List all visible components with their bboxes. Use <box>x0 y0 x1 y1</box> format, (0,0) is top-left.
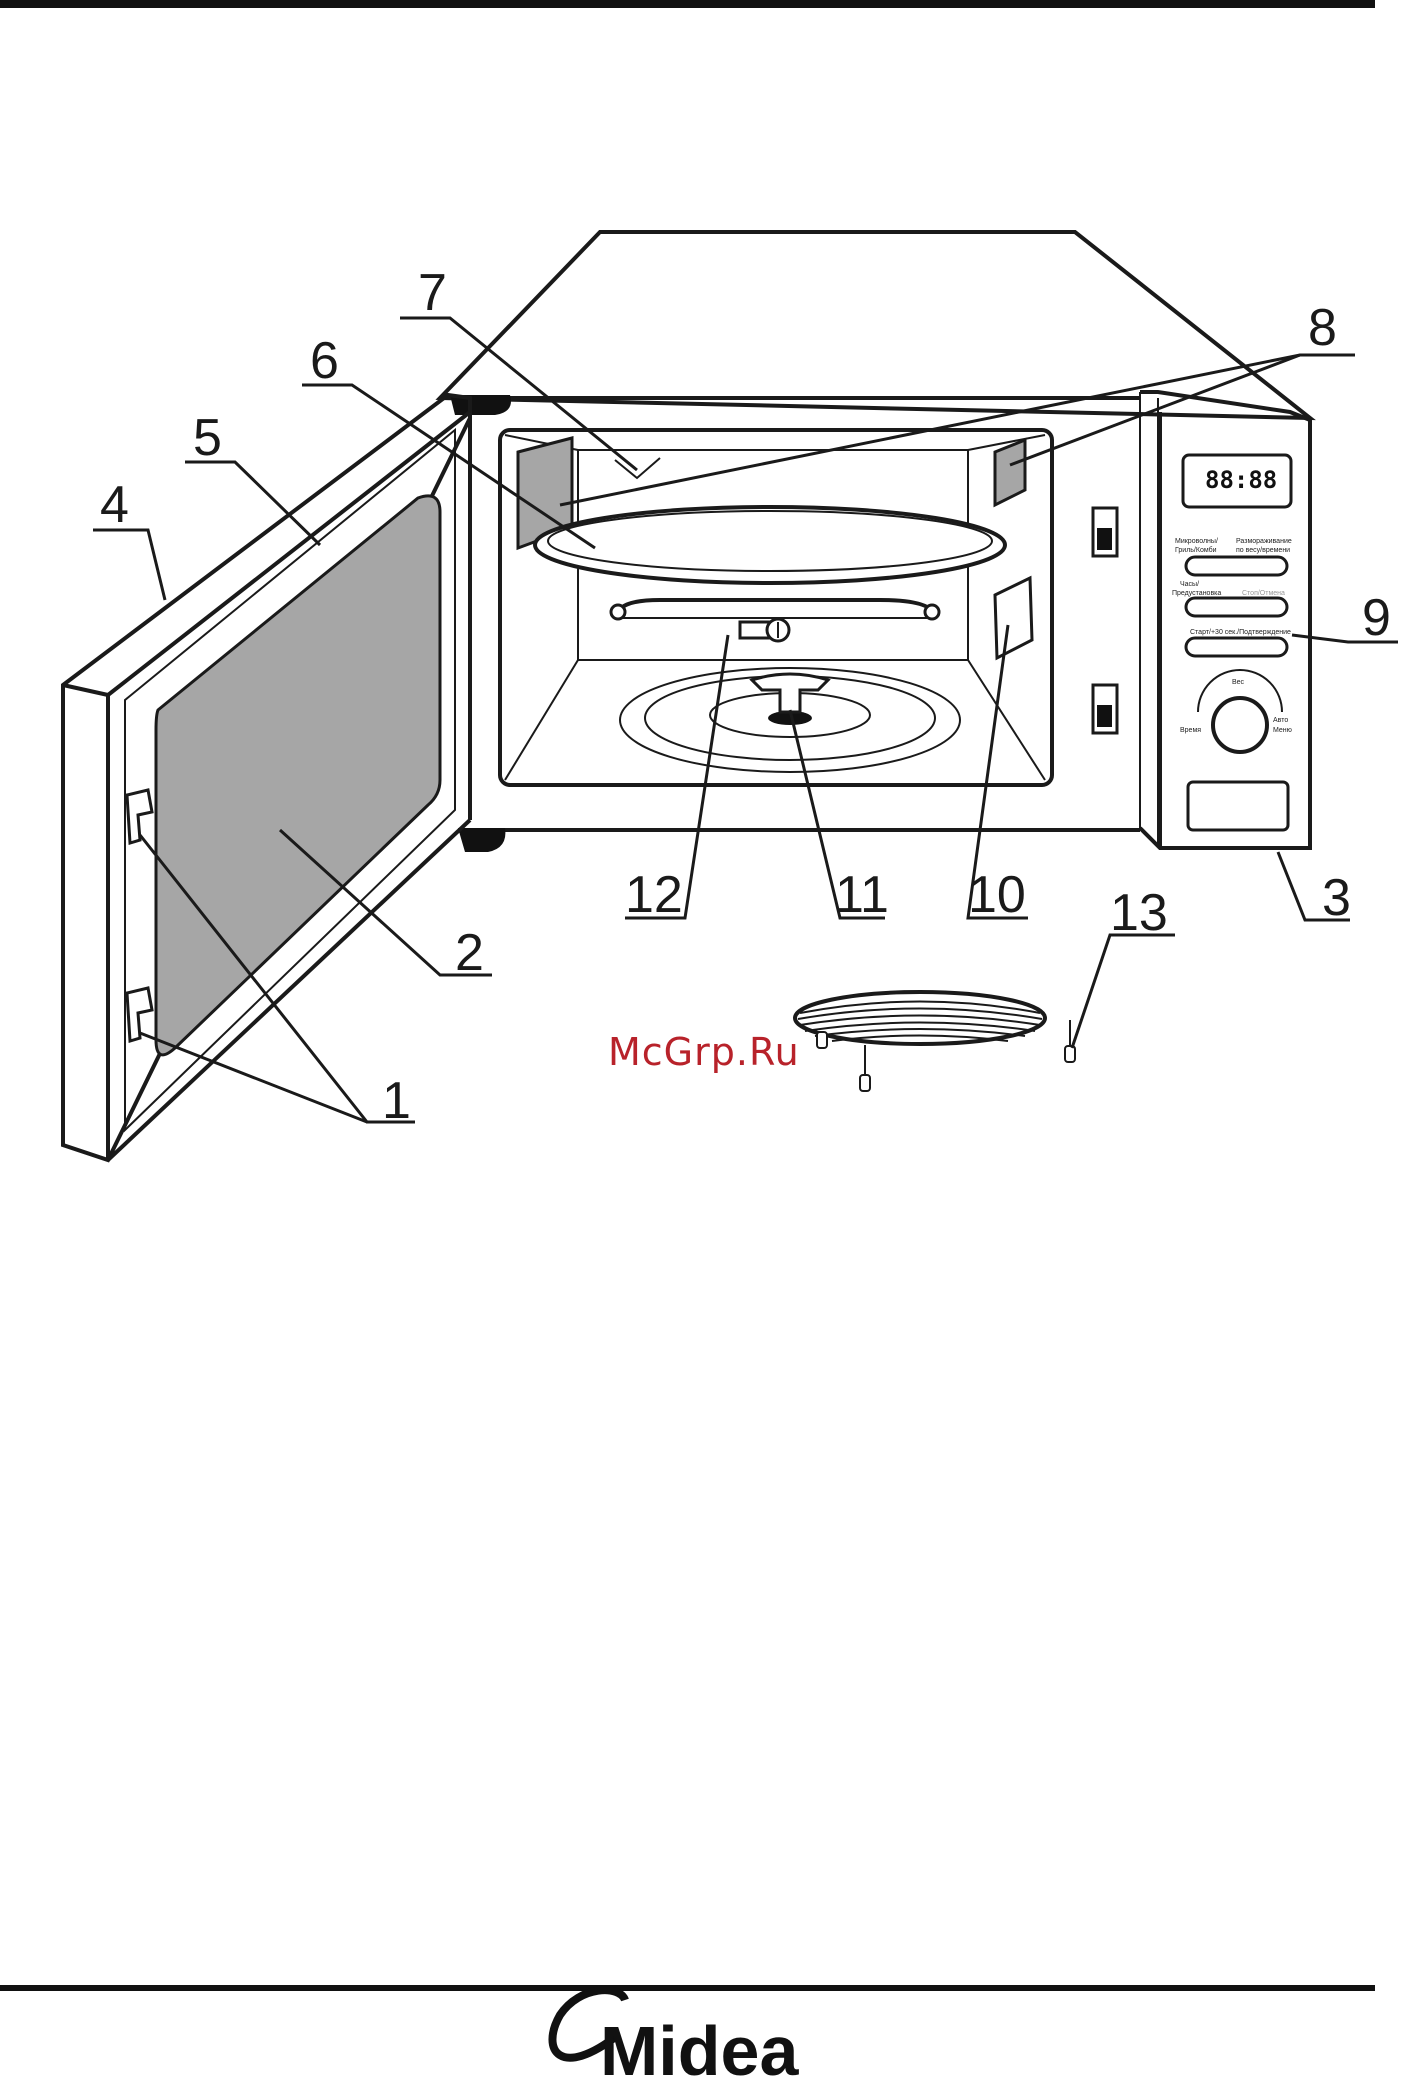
dial-auto-label: Авто <box>1273 717 1288 724</box>
door-hook-top <box>127 790 152 843</box>
brand-name: Midea <box>600 2012 799 2090</box>
svg-text:по весу/времени: по весу/времени <box>1236 547 1290 554</box>
watermark: McGrp.Ru <box>608 1030 800 1074</box>
callout-4: 4 <box>100 476 129 534</box>
btn1-right-label: Размораживание <box>1236 538 1292 545</box>
dial-time-label: Время <box>1180 727 1201 734</box>
callout-10: 10 <box>968 866 1026 924</box>
button-clock-stop[interactable] <box>1186 598 1287 616</box>
button-microwave-defrost[interactable] <box>1186 557 1287 575</box>
callout-7: 7 <box>418 264 447 322</box>
side-plate <box>995 578 1032 658</box>
callout-12: 12 <box>625 866 683 924</box>
display-readout: 88:88 <box>1205 466 1277 494</box>
coupler <box>752 674 828 725</box>
brand-logo: Midea <box>552 1990 799 2090</box>
callout-5: 5 <box>193 409 222 467</box>
callout-11: 11 <box>835 866 889 924</box>
callout-6: 6 <box>310 332 339 390</box>
grill-rack <box>795 992 1075 1091</box>
dial-weight-label: Вес <box>1232 679 1245 686</box>
callout-13: 13 <box>1110 884 1168 942</box>
btn3-label: Старт/+30 сек./Подтверждение <box>1190 629 1291 636</box>
bottom-rule <box>0 1985 1375 1991</box>
btn2-right-label: Стоп/Отмена <box>1242 590 1285 597</box>
button-start[interactable] <box>1186 638 1287 656</box>
callout-3: 3 <box>1322 869 1351 927</box>
svg-text:Предустановка: Предустановка <box>1172 590 1221 597</box>
svg-text:Гриль/Комби: Гриль/Комби <box>1175 546 1217 554</box>
svg-text:Меню: Меню <box>1273 727 1292 734</box>
roller-ring <box>611 600 939 641</box>
waveguide-cover-right <box>995 440 1025 505</box>
btn2-left-label: Часы/ <box>1180 581 1199 588</box>
callout-1: 1 <box>382 1072 411 1130</box>
door-window <box>156 496 440 1055</box>
oven-cavity <box>500 430 1117 785</box>
control-panel: 88:88 Микроволны/ Гриль/Комби Разморажив… <box>1172 455 1292 830</box>
top-rule <box>0 0 1375 8</box>
control-dial[interactable] <box>1213 698 1267 752</box>
callout-9: 9 <box>1362 589 1391 647</box>
door-hook-bottom <box>127 988 152 1041</box>
callout-8: 8 <box>1308 299 1337 357</box>
callout-2: 2 <box>455 924 484 982</box>
hinge-bottom <box>458 828 505 852</box>
door-release-button[interactable] <box>1188 782 1288 830</box>
btn1-left-label: Микроволны/ <box>1175 538 1218 545</box>
